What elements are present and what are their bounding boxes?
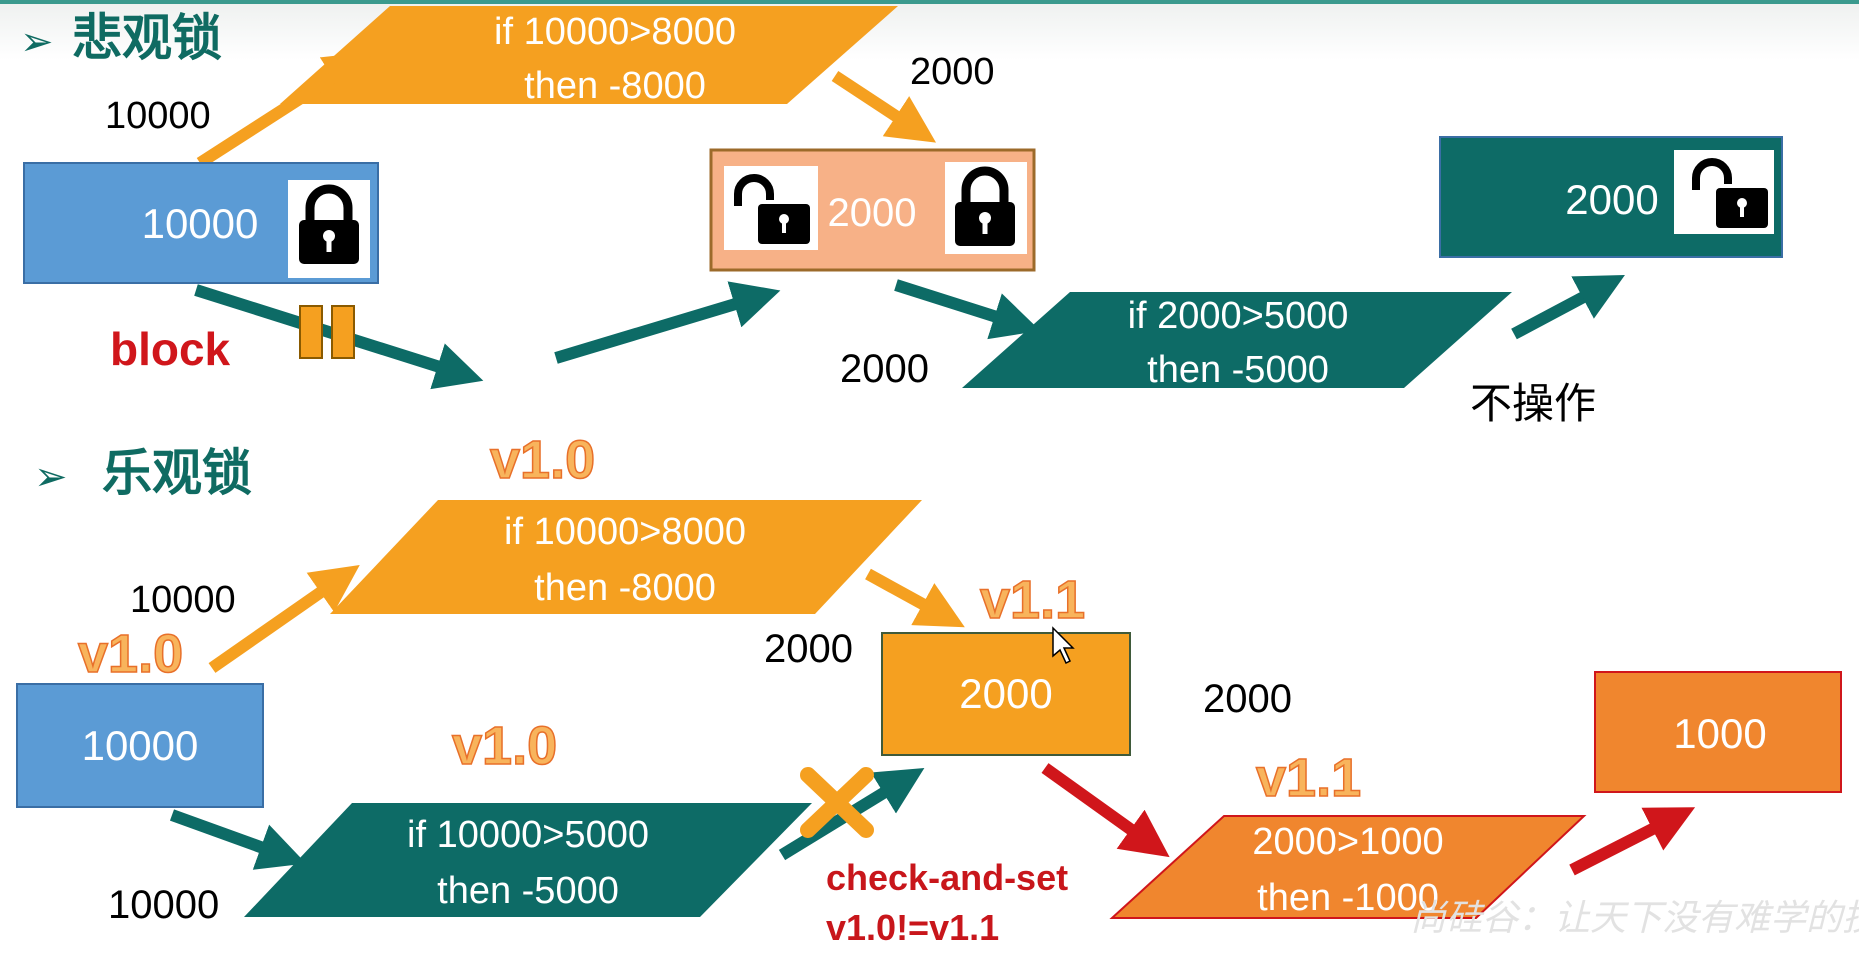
pessimistic-read-value-2: 2000 — [840, 347, 929, 391]
pessimistic-arrow-blocked — [194, 284, 484, 390]
optimistic-mid-box — [881, 632, 1131, 756]
optimistic-tx3-line1: 2000>1000 — [1252, 821, 1443, 863]
optimistic-version-top: v1.0 — [490, 430, 595, 490]
optimistic-write-value: 2000 — [764, 627, 853, 671]
optimistic-heading: 乐观锁 — [102, 444, 252, 502]
optimistic-cas-line2: v1.0!=v1.1 — [826, 907, 999, 948]
optimistic-bullet-icon: ➢ — [34, 454, 68, 500]
optimistic-tx1-line1: if 10000>8000 — [504, 511, 746, 553]
pessimistic-block-label: block — [110, 323, 231, 375]
pessimistic-final-value: 2000 — [1565, 176, 1658, 223]
optimistic-tx2-shape — [244, 803, 812, 917]
reject-x-icon — [800, 767, 874, 838]
pessimistic-source-value: 10000 — [142, 200, 259, 247]
optimistic-source-value: 10000 — [82, 722, 199, 769]
optimistic-arrow-read3 — [1041, 763, 1170, 858]
pessimistic-tx1-line1: if 10000>8000 — [494, 11, 736, 53]
optimistic-arrow-read — [208, 565, 360, 673]
optimistic-final-box — [1594, 671, 1842, 793]
optimistic-mid-value: 2000 — [959, 670, 1052, 717]
optimistic-tx1-shape — [330, 500, 922, 614]
pessimistic-arrow-resume — [554, 281, 781, 364]
pessimistic-bullet-icon: ➢ — [20, 19, 54, 65]
optimistic-tx2-line1: if 10000>5000 — [407, 814, 649, 856]
pessimistic-tx2-line2: then -5000 — [1147, 349, 1329, 391]
optimistic-tx1-line2: then -8000 — [534, 567, 716, 609]
pessimistic-arrow-final — [1511, 274, 1625, 340]
optimistic-tx3-shape — [1109, 815, 1587, 919]
optimistic-tx3-line2: then -1000 — [1257, 877, 1439, 919]
pause-icon — [299, 305, 355, 359]
optimistic-version-tx3: v1.1 — [1256, 748, 1361, 808]
optimistic-read-value: 10000 — [130, 579, 236, 621]
pessimistic-arrow-write — [831, 70, 937, 143]
pessimistic-mid-value: 2000 — [828, 191, 917, 235]
optimistic-source-box — [16, 683, 264, 808]
optimistic-tx2-line2: then -5000 — [437, 870, 619, 912]
pessimistic-heading: 悲观锁 — [72, 9, 222, 67]
optimistic-read-value-2: 10000 — [108, 883, 219, 927]
pessimistic-tx2-shape — [962, 292, 1512, 388]
top-border-line — [0, 0, 1859, 4]
pessimistic-read-value: 10000 — [105, 95, 211, 137]
optimistic-version-mid: v1.1 — [980, 570, 1085, 630]
optimistic-version-source: v1.0 — [78, 624, 183, 684]
optimistic-version-tx2: v1.0 — [452, 716, 557, 776]
optimistic-cas-line1: check-and-set — [826, 857, 1068, 898]
optimistic-arrow-write — [865, 568, 965, 628]
optimistic-arrow-final — [1569, 807, 1696, 876]
optimistic-final-value: 1000 — [1673, 710, 1766, 757]
pessimistic-tx1-shape — [280, 6, 898, 104]
optimistic-arrow-read2 — [169, 809, 307, 870]
pessimistic-tx2-line1: if 2000>5000 — [1128, 295, 1349, 337]
optimistic-read-value-3: 2000 — [1203, 677, 1292, 721]
pessimistic-tx1-line2: then -8000 — [524, 65, 706, 107]
pessimistic-no-op-label: 不操作 — [1470, 379, 1596, 428]
pessimistic-arrow-read2 — [894, 279, 1041, 340]
pessimistic-arrow-read — [196, 51, 374, 169]
pessimistic-write-value: 2000 — [910, 51, 995, 93]
watermark: 尚硅谷：让天下没有难学的技术 — [1410, 898, 1859, 939]
cursor-icon — [1052, 626, 1075, 665]
